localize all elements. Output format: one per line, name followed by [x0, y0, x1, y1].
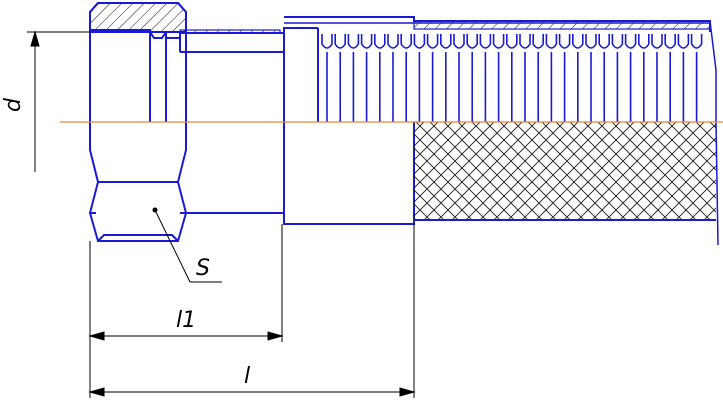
corrugation — [347, 34, 360, 49]
corrugation — [572, 34, 584, 49]
corrugation — [506, 34, 518, 49]
corrugation — [664, 34, 676, 49]
corrugation — [453, 34, 465, 49]
corrugation — [558, 34, 571, 49]
corrugation — [413, 34, 426, 49]
corrugation — [426, 34, 439, 49]
corrugation — [360, 34, 373, 49]
corrugation — [624, 34, 637, 49]
shank — [166, 27, 415, 225]
corrugation — [598, 34, 610, 49]
dimension-l-label: l — [244, 364, 250, 389]
corrugated-hose — [284, 16, 719, 246]
dimension-l — [88, 224, 416, 398]
corrugation — [611, 34, 624, 49]
corrugation — [334, 34, 346, 49]
corrugation — [690, 34, 703, 49]
corrugation — [440, 34, 452, 49]
leader-s — [152, 207, 222, 283]
corrugation — [585, 34, 597, 49]
corrugation — [466, 34, 478, 49]
corrugation — [492, 34, 505, 49]
dimension-l1 — [88, 224, 284, 398]
corrugation — [638, 34, 650, 49]
corrugation — [374, 34, 386, 49]
corrugation — [677, 34, 690, 49]
corrugation — [479, 34, 492, 49]
corrugation — [321, 34, 333, 49]
dimension-l1-label: l1 — [176, 308, 196, 333]
corrugation — [545, 34, 558, 49]
braided-sheath — [414, 122, 716, 221]
dimension-d — [27, 30, 90, 172]
corrugation — [532, 34, 544, 49]
corrugation — [651, 34, 663, 49]
dimension-s-label: S — [196, 256, 210, 281]
corrugation — [387, 34, 399, 49]
corrugation — [519, 34, 531, 49]
hex-nut — [88, 2, 188, 242]
corrugation — [400, 34, 412, 49]
dimension-d-label: d — [1, 97, 26, 112]
